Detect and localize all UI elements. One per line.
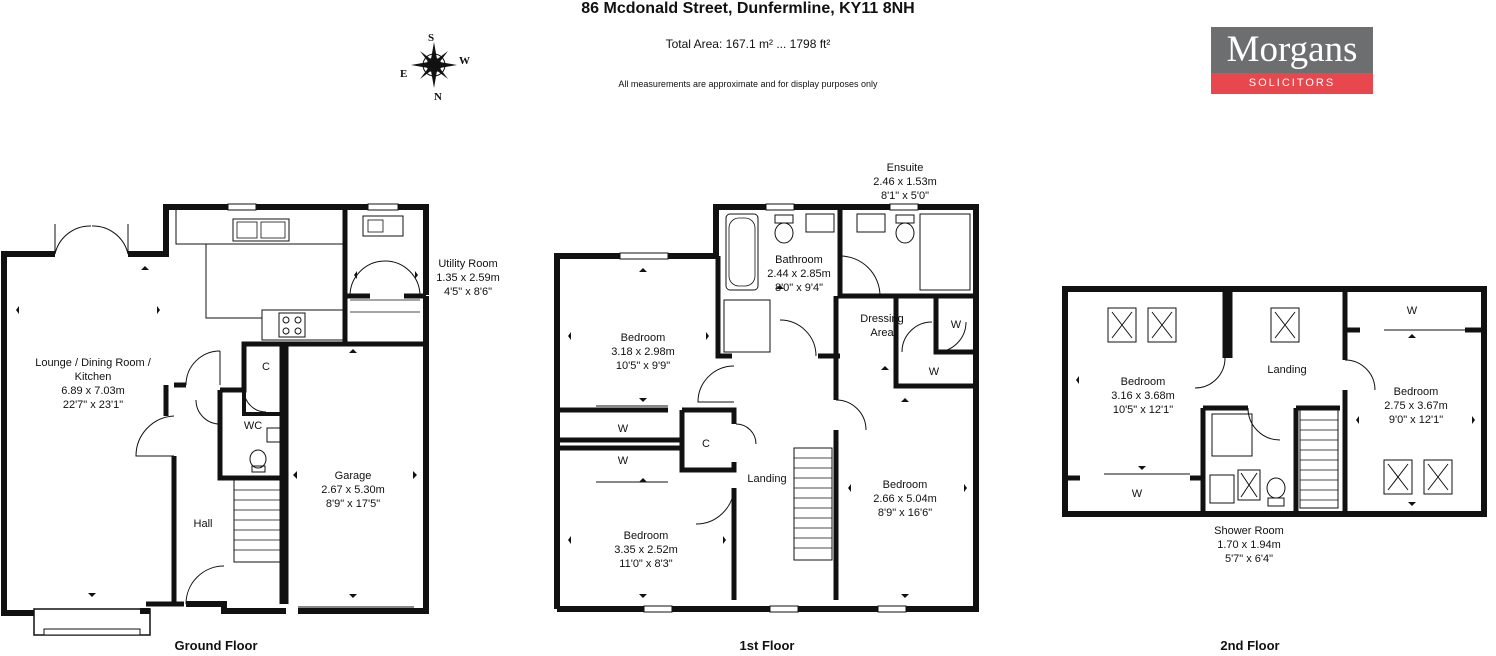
compass-icon: S W E N: [400, 32, 470, 103]
garage-name: Garage: [335, 470, 372, 482]
property-address: 86 Mcdonald Street, Dunfermline, KY11 8N…: [581, 0, 915, 17]
bathroom-metric: 2.44 x 2.85m: [767, 268, 831, 280]
lounge-name: Lounge / Dining Room /: [35, 357, 152, 369]
shower-metric: 1.70 x 1.94m: [1217, 539, 1281, 551]
bedroom1-imperial: 10'5" x 9'9": [616, 360, 670, 372]
wardrobe-label: W: [951, 319, 962, 331]
bedroom-b-metric: 2.75 x 3.67m: [1384, 400, 1448, 412]
compass-e: E: [400, 68, 407, 80]
landing-label: Landing: [1267, 364, 1306, 376]
stairs-icon: [1299, 409, 1339, 509]
utility-metric: 1.35 x 2.59m: [436, 272, 500, 284]
second-floor-label: 2nd Floor: [1220, 638, 1279, 653]
bedroom3-imperial: 8'9" x 16'6": [878, 507, 932, 519]
wardrobe-label: W: [929, 366, 940, 378]
compass-w: W: [459, 55, 470, 67]
bedroom-a-metric: 3.16 x 3.68m: [1111, 390, 1175, 402]
bedroom-b-imperial: 9'0" x 12'1": [1389, 414, 1443, 426]
bedroom1-metric: 3.18 x 2.98m: [611, 346, 675, 358]
wc-label: WC: [244, 420, 262, 432]
lounge-metric: 6.89 x 7.03m: [61, 385, 125, 397]
stairs-icon: [793, 447, 833, 561]
cupboard-label: C: [702, 438, 710, 450]
bedroom3-metric: 2.66 x 5.04m: [873, 493, 937, 505]
wardrobe-label: W: [618, 455, 629, 467]
bedroom2-name: Bedroom: [624, 530, 669, 542]
wardrobe-label: W: [618, 423, 629, 435]
bedroom2-imperial: 11'0" x 8'3": [619, 558, 672, 570]
stairs-icon: [233, 479, 281, 563]
disclaimer: All measurements are approximate and for…: [618, 79, 878, 89]
bedroom-a-imperial: 10'5" x 12'1": [1113, 404, 1173, 416]
bedroom2-metric: 3.35 x 2.52m: [614, 544, 678, 556]
utility-imperial: 4'5" x 8'6": [444, 286, 492, 298]
total-area: Total Area: 167.1 m² ... 1798 ft²: [665, 37, 831, 51]
utility-name: Utility Room: [438, 258, 497, 270]
compass-s: S: [428, 32, 434, 44]
landing-label: Landing: [747, 473, 786, 485]
shower-imperial: 5'7" x 6'4": [1225, 553, 1273, 565]
bedroom-a-name: Bedroom: [1121, 376, 1166, 388]
dressing-name: Dressing: [860, 313, 903, 325]
ensuite-metric: 2.46 x 1.53m: [873, 176, 937, 188]
logo-tagline: SOLICITORS: [1211, 73, 1373, 94]
shower-name: Shower Room: [1214, 525, 1284, 537]
logo-name: Morgans: [1211, 27, 1373, 73]
morgans-logo: Morgans SOLICITORS: [1211, 27, 1373, 94]
ground-floor-label: Ground Floor: [174, 638, 257, 653]
bathroom-imperial: 8'0" x 9'4": [775, 282, 823, 294]
ensuite-imperial: 8'1" x 5'0": [881, 190, 929, 202]
compass-n: N: [434, 91, 442, 103]
lounge-imperial: 22'7" x 23'1": [63, 399, 123, 411]
bathroom-name: Bathroom: [775, 254, 823, 266]
dressing-name-2: Area: [870, 327, 894, 339]
ensuite-name: Ensuite: [887, 162, 924, 174]
garage-imperial: 8'9" x 17'5": [326, 498, 380, 510]
garage-metric: 2.67 x 5.30m: [321, 484, 385, 496]
wardrobe-label: W: [1407, 305, 1418, 317]
cupboard-label: C: [262, 361, 270, 373]
second-floor-plan: Bedroom 3.16 x 3.68m 10'5" x 12'1" Bedro…: [1062, 286, 1487, 653]
bedroom-b-name: Bedroom: [1394, 386, 1439, 398]
first-floor-plan: Ensuite 2.46 x 1.53m 8'1" x 5'0" Bathroo…: [554, 162, 979, 653]
first-floor-label: 1st Floor: [740, 638, 795, 653]
bedroom3-name: Bedroom: [883, 479, 928, 491]
wardrobe-label: W: [1132, 488, 1143, 500]
lounge-name-2: Kitchen: [75, 371, 112, 383]
ground-floor-plan: Lounge / Dining Room / Kitchen 6.89 x 7.…: [1, 203, 500, 653]
bedroom1-name: Bedroom: [621, 332, 666, 344]
hall-label: Hall: [194, 518, 213, 530]
